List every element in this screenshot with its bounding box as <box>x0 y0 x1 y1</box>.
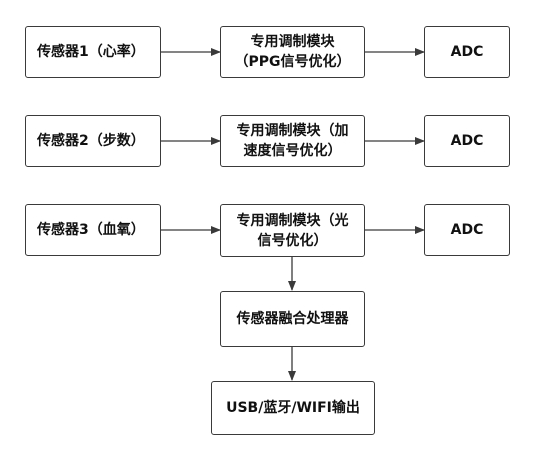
adc1-label: ADC <box>450 44 484 60</box>
sensor1-box: 传感器1（心率） <box>25 26 161 78</box>
modulation3-label: 专用调制模块（光 信号优化） <box>236 212 349 249</box>
sensor3-label: 传感器3（血氧） <box>37 222 145 238</box>
fusion-processor-box: 传感器融合处理器 <box>220 291 365 347</box>
adc3-box: ADC <box>424 204 510 256</box>
output-box: USB/蓝牙/WIFI输出 <box>211 381 375 435</box>
sensor1-label: 传感器1（心率） <box>37 44 145 60</box>
modulation3-box: 专用调制模块（光 信号优化） <box>220 204 365 257</box>
adc1-box: ADC <box>424 26 510 78</box>
output-label: USB/蓝牙/WIFI输出 <box>226 400 360 416</box>
sensor2-label: 传感器2（步数） <box>37 133 145 149</box>
fusion-processor-label: 传感器融合处理器 <box>236 311 349 327</box>
sensor2-box: 传感器2（步数） <box>25 115 161 167</box>
modulation1-box: 专用调制模块 （PPG信号优化） <box>220 26 365 78</box>
adc2-box: ADC <box>424 115 510 167</box>
modulation1-label: 专用调制模块 （PPG信号优化） <box>234 34 351 70</box>
modulation2-box: 专用调制模块（加 速度信号优化） <box>220 115 365 167</box>
adc2-label: ADC <box>450 133 484 149</box>
sensor3-box: 传感器3（血氧） <box>25 204 161 256</box>
adc3-label: ADC <box>450 222 484 238</box>
modulation2-label: 专用调制模块（加 速度信号优化） <box>236 123 349 159</box>
